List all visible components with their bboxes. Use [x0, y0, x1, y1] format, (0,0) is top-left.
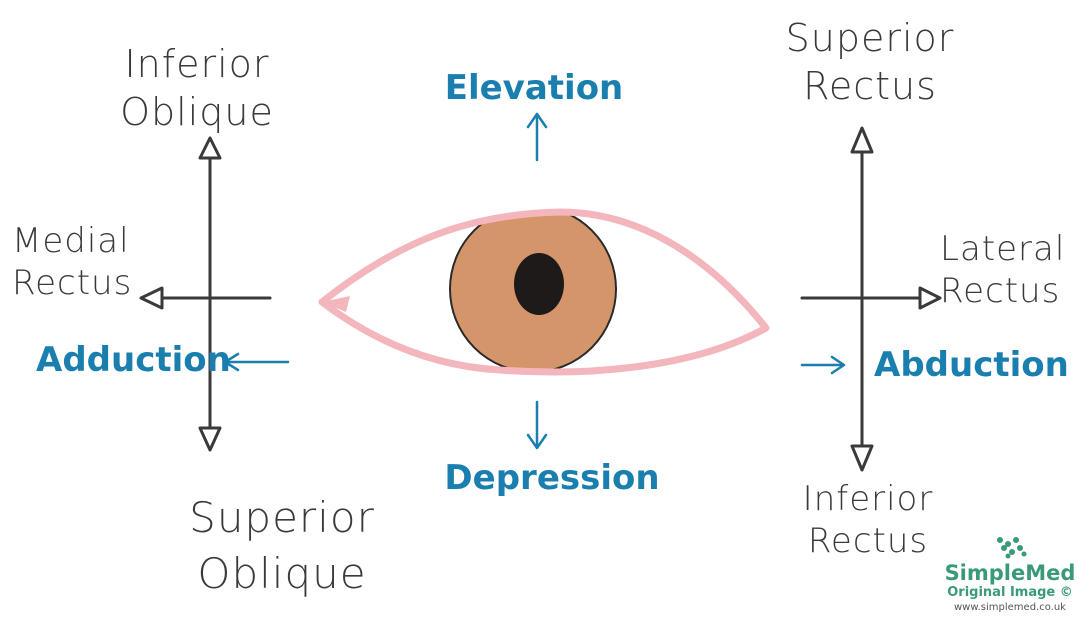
superior-rectus-label: Superior Rectus [785, 16, 955, 108]
adduction-label: Adduction [36, 340, 231, 380]
depression-label: Depression [444, 458, 660, 498]
abduction-arrow [800, 355, 846, 375]
elevation-label: Elevation [444, 68, 624, 108]
left-up-arrowhead [198, 136, 222, 160]
superior-oblique-label: Superior Oblique [189, 493, 375, 598]
inferior-rectus-label: Inferior Rectus [802, 479, 934, 561]
right-up-arrowhead [850, 126, 874, 154]
left-down-arrowhead [198, 426, 222, 452]
molecule-icon [997, 537, 1027, 559]
simplemed-logo: SimpleMed Original Image © www.simplemed… [940, 535, 1080, 625]
right-down-arrowhead [850, 444, 874, 472]
logo-url: www.simplemed.co.uk [954, 602, 1066, 613]
abduction-label: Abduction [874, 345, 1069, 385]
movement-arrows [223, 112, 846, 450]
inferior-oblique-label: Inferior Oblique [120, 42, 274, 134]
left-medial-arrowhead [139, 286, 164, 310]
right-lateral-arrowhead [918, 286, 942, 310]
elevation-arrow [526, 112, 548, 162]
right-axes [800, 126, 942, 472]
tear-duct [322, 296, 350, 312]
lateral-rectus-label: Lateral Rectus [940, 229, 1066, 311]
logo-subtitle: Original Image © [947, 585, 1073, 600]
depression-arrow [526, 400, 548, 450]
pupil [514, 253, 564, 315]
eye [318, 208, 770, 376]
medial-rectus-label: Medial Rectus [12, 221, 133, 303]
eyelid-outline [318, 208, 770, 376]
adduction-arrow [223, 352, 290, 372]
logo-name: SimpleMed [944, 561, 1076, 585]
left-axes [139, 136, 272, 452]
